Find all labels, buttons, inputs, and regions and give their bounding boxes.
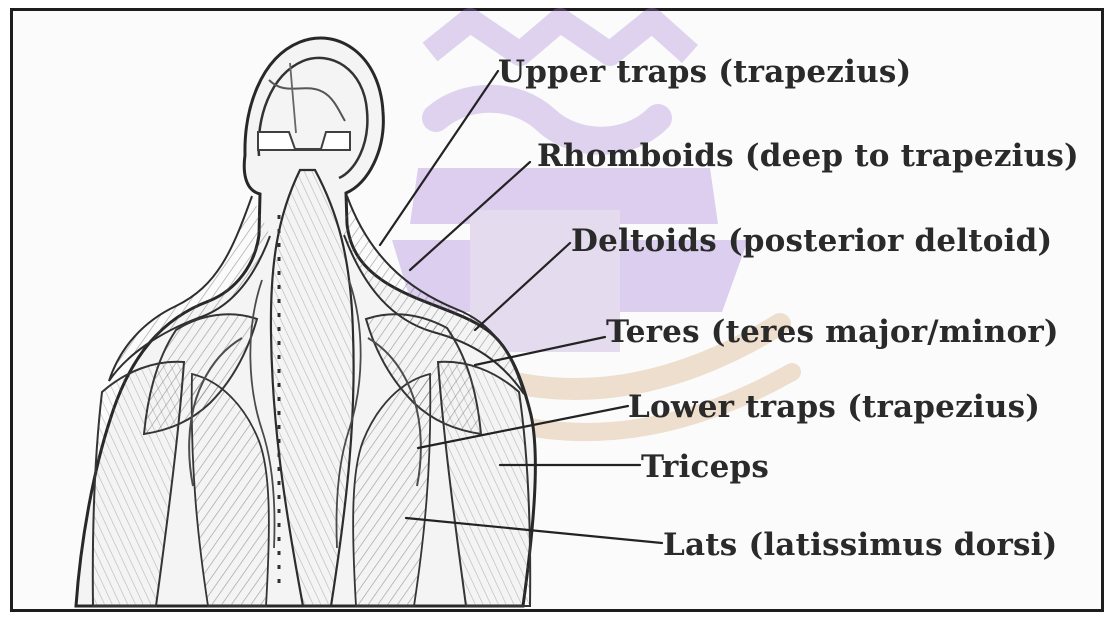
teres-label: Teres (teres major/minor) [606,317,1059,348]
lower-traps-label: Lower traps (trapezius) [628,392,1040,423]
triceps-label: Triceps [641,452,769,483]
rhomboids-label: Rhomboids (deep to trapezius) [537,141,1079,172]
human-back-muscles-sketch [76,38,535,606]
lats-label: Lats (latissimus dorsi) [663,530,1058,561]
upper-traps-label: Upper traps (trapezius) [498,57,911,88]
deltoids-label: Deltoids (posterior deltoid) [571,226,1052,257]
